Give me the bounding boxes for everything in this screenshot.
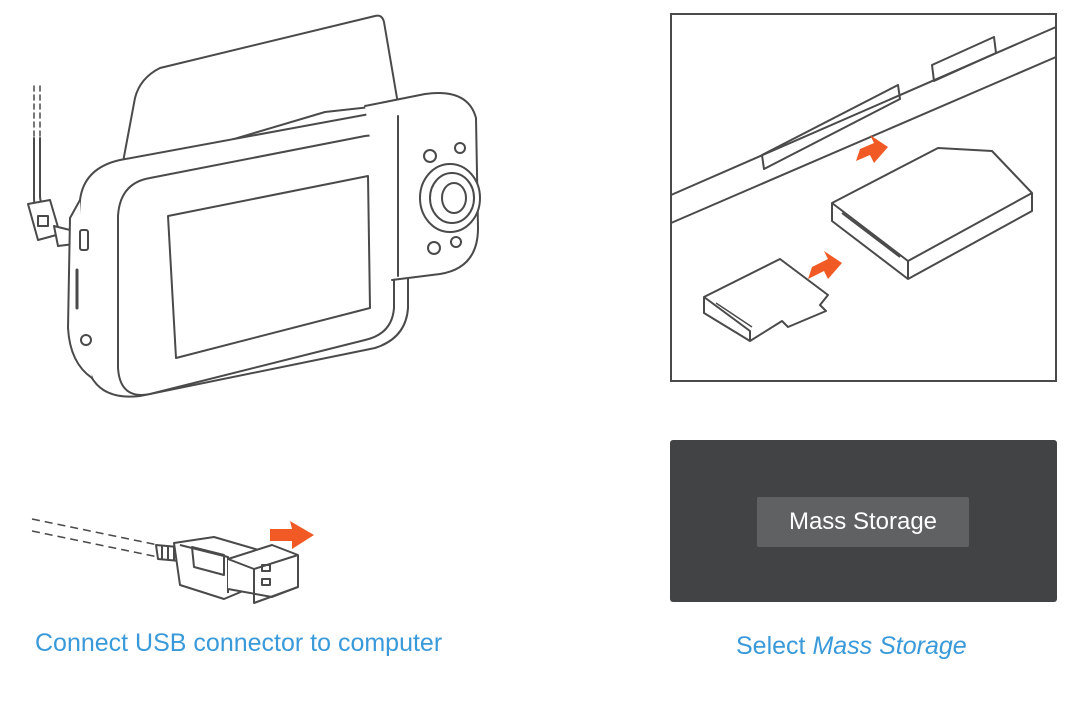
device-screen-panel: Mass Storage [670, 440, 1057, 602]
select-caption-prefix: Select [736, 632, 813, 660]
dashcam-illustration [27, 14, 481, 398]
mass-storage-button[interactable]: Mass Storage [757, 497, 969, 547]
sd-card-insertion-illustration [670, 13, 1057, 382]
arrow-up-right-icon [856, 135, 888, 163]
usb-connector-illustration [31, 518, 314, 604]
select-caption: Select Mass Storage [736, 632, 967, 661]
usb-caption: Connect USB connector to computer [35, 629, 443, 657]
select-caption-emphasis: Mass Storage [812, 632, 967, 660]
arrow-right-icon [270, 521, 314, 549]
